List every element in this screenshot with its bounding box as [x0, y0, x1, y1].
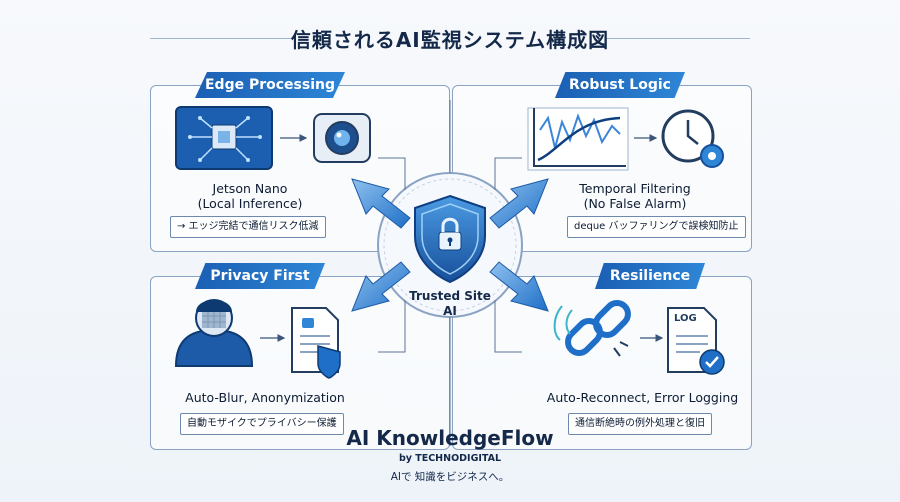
edge-label-line2: (Local Inference)	[197, 196, 303, 211]
logic-label-line1: Temporal Filtering	[579, 181, 691, 196]
logic-label-line2: (No False Alarm)	[583, 196, 687, 211]
arrow-edge	[351, 178, 411, 229]
brand-by: by TECHNODIGITAL	[398, 453, 502, 464]
person-blurred-icon	[174, 299, 254, 367]
shield-lock-icon	[414, 194, 486, 284]
locked-document-icon	[291, 307, 341, 379]
arrow-logic	[489, 178, 549, 229]
privacy-label: Auto-Blur, Anonymization	[185, 390, 345, 405]
connector-lines	[378, 100, 522, 446]
banner-edge: Edge Processing	[195, 72, 345, 98]
banner-logic: Robust Logic	[555, 72, 685, 98]
privacy-tag: 自動モザイクでプライバシー保護	[180, 413, 344, 435]
resilience-tag: 通信断絶時の例外処理と復旧	[568, 413, 712, 435]
log-label: LOG	[674, 313, 697, 324]
arrow-resilience	[489, 261, 549, 312]
brand-name: AI KnowledgeFlow	[346, 426, 554, 450]
edge-tag: → エッジ完結で通信リスク低減	[170, 216, 326, 238]
log-document-icon	[667, 307, 725, 375]
center-label: Trusted Site AI	[395, 289, 505, 319]
title-block: 信頼されるAI監視システム構成図	[0, 24, 900, 53]
chart-icon	[527, 107, 629, 171]
title-rule-right	[605, 38, 750, 39]
brand-tagline: AIで 知識をビジネスへ。	[390, 471, 510, 483]
title-rule-left	[150, 38, 295, 39]
resilience-label: Auto-Reconnect, Error Logging	[546, 390, 739, 405]
edge-label-line1: Jetson Nano	[212, 181, 288, 196]
chip-board-icon	[175, 106, 273, 170]
edge-label: Jetson Nano (Local Inference)	[175, 181, 325, 211]
center-label-line1: Trusted Site	[409, 289, 491, 303]
arrow-privacy	[351, 261, 411, 312]
banner-resilience: Resilience	[595, 263, 705, 289]
camera-icon	[313, 113, 371, 163]
clock-gear-icon	[661, 109, 724, 168]
logic-tag: deque バッファリングで誤検知防止	[567, 216, 746, 238]
center-label-line2: AI	[443, 304, 457, 318]
banner-privacy: Privacy First	[195, 263, 325, 289]
page-title: 信頼されるAI監視システム構成図	[290, 28, 610, 52]
logic-label: Temporal Filtering (No False Alarm)	[555, 181, 715, 211]
broken-chain-icon	[553, 300, 631, 357]
